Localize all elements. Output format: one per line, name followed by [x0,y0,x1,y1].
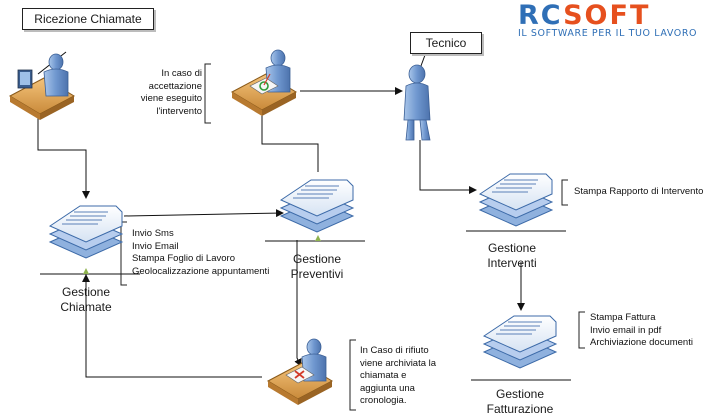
logo-rc: RC [518,0,564,31]
connector-lines [37,51,525,378]
note-accettazione: In caso di accettazione viene eseguito l… [140,68,202,118]
note-line: Invio Email [132,240,179,252]
rcsoft-logo: RCSOFT [518,1,650,31]
note-line: Invio email in pdf [590,324,662,336]
note-line: Archiviazione documenti [590,337,693,348]
note-brackets [120,63,585,411]
desk-worker-reject-icon [267,338,333,406]
note-line: accettazione [148,80,202,92]
desk-worker-icon [9,53,75,121]
callout-ricezione-chiamate: Ricezione Chiamate [22,8,154,30]
note-line: In caso di [161,68,202,79]
logo-soft: SOFT [563,0,651,31]
note-line: Stampa Fattura [590,312,656,323]
node-label: Gestione Interventi [487,241,537,270]
note-fatturazione: Stampa Fattura Invio email in pdf Archiv… [590,312,693,350]
node-baselines [40,230,571,381]
note-line: In Caso di rifiuto [360,345,429,356]
node-gestione-chiamate: Gestione Chiamate [40,285,132,315]
note-line: Stampa Foglio di Lavoro [132,253,235,264]
note-line: Invio Sms [132,228,174,239]
note-line: viene archiviata la [360,357,437,369]
note-line: aggiunta una [360,382,415,394]
document-stack-icon [483,315,557,369]
document-stack-icon [479,173,553,227]
callout-tecnico: Tecnico [410,32,482,54]
note-line: Geolocalizzazione appuntamenti [132,265,270,277]
document-stack-icon [49,205,123,259]
node-label: Gestione Fatturazione [486,387,554,416]
node-label: Gestione Preventivi [290,252,344,281]
node-gestione-fatturazione: Gestione Fatturazione [474,387,566,417]
document-stack-icon [280,179,354,233]
note-interventi: Stampa Rapporto di Intervento [574,186,703,199]
node-gestione-preventivi: Gestione Preventivi [271,252,363,282]
logo-tagline: IL SOFTWARE PER IL TUO LAVORO [518,28,698,39]
note-line: viene eseguito [140,93,202,104]
technician-icon [403,64,431,141]
note-line: l'intervento [156,105,202,117]
note-line: Stampa Rapporto di Intervento [574,186,704,197]
desk-worker-accept-icon [231,49,297,117]
note-rifiuto: In Caso di rifiuto viene archiviata la c… [360,345,436,408]
node-label: Gestione Chiamate [60,285,112,314]
note-line: cronologia. [360,395,407,406]
node-gestione-interventi: Gestione Interventi [466,241,558,271]
note-chiamate: Invio Sms Invio Email Stampa Foglio di L… [132,228,269,278]
note-line: chiamata e [360,370,407,381]
